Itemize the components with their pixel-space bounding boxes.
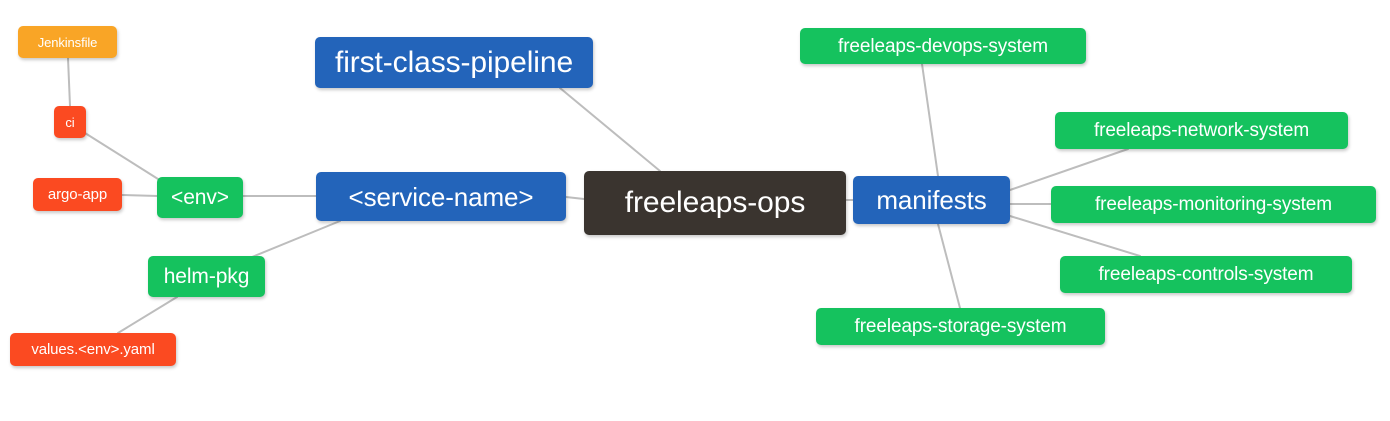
- node-freeleaps-ops[interactable]: freeleaps-ops: [584, 171, 846, 235]
- edge-service-name-to-freeleaps-ops: [565, 196, 585, 200]
- node-freeleaps-storage-system[interactable]: freeleaps-storage-system: [816, 308, 1105, 345]
- edge-first-class-pipeline-to-freeleaps-ops: [559, 87, 661, 172]
- node-values-yaml[interactable]: values.<env>.yaml: [10, 333, 176, 366]
- node-helm-pkg[interactable]: helm-pkg: [148, 256, 265, 297]
- node-env[interactable]: <env>: [157, 177, 243, 218]
- node-freeleaps-monitoring-system[interactable]: freeleaps-monitoring-system: [1051, 186, 1376, 223]
- edge-manifests-to-freeleaps-network-system: [1009, 148, 1129, 191]
- node-freeleaps-devops-system[interactable]: freeleaps-devops-system: [800, 28, 1086, 64]
- node-manifests[interactable]: manifests: [853, 176, 1010, 224]
- edge-manifests-to-freeleaps-devops-system: [921, 63, 939, 177]
- node-service-name[interactable]: <service-name>: [316, 172, 566, 221]
- node-freeleaps-controls-system[interactable]: freeleaps-controls-system: [1060, 256, 1352, 293]
- edge-argo-app-to-env: [121, 194, 159, 197]
- node-jenkinsfile[interactable]: Jenkinsfile: [18, 26, 117, 58]
- node-ci[interactable]: ci: [54, 106, 86, 138]
- edge-ci-to-env: [84, 132, 159, 180]
- edge-manifests-to-freeleaps-storage-system: [937, 223, 961, 309]
- node-argo-app[interactable]: argo-app: [33, 178, 122, 211]
- edge-helm-pkg-to-service-name: [251, 220, 341, 258]
- node-first-class-pipeline[interactable]: first-class-pipeline: [315, 37, 593, 88]
- edge-jenkinsfile-to-ci: [67, 57, 71, 107]
- edge-values-yaml-to-helm-pkg: [117, 296, 178, 334]
- node-freeleaps-network-system[interactable]: freeleaps-network-system: [1055, 112, 1348, 149]
